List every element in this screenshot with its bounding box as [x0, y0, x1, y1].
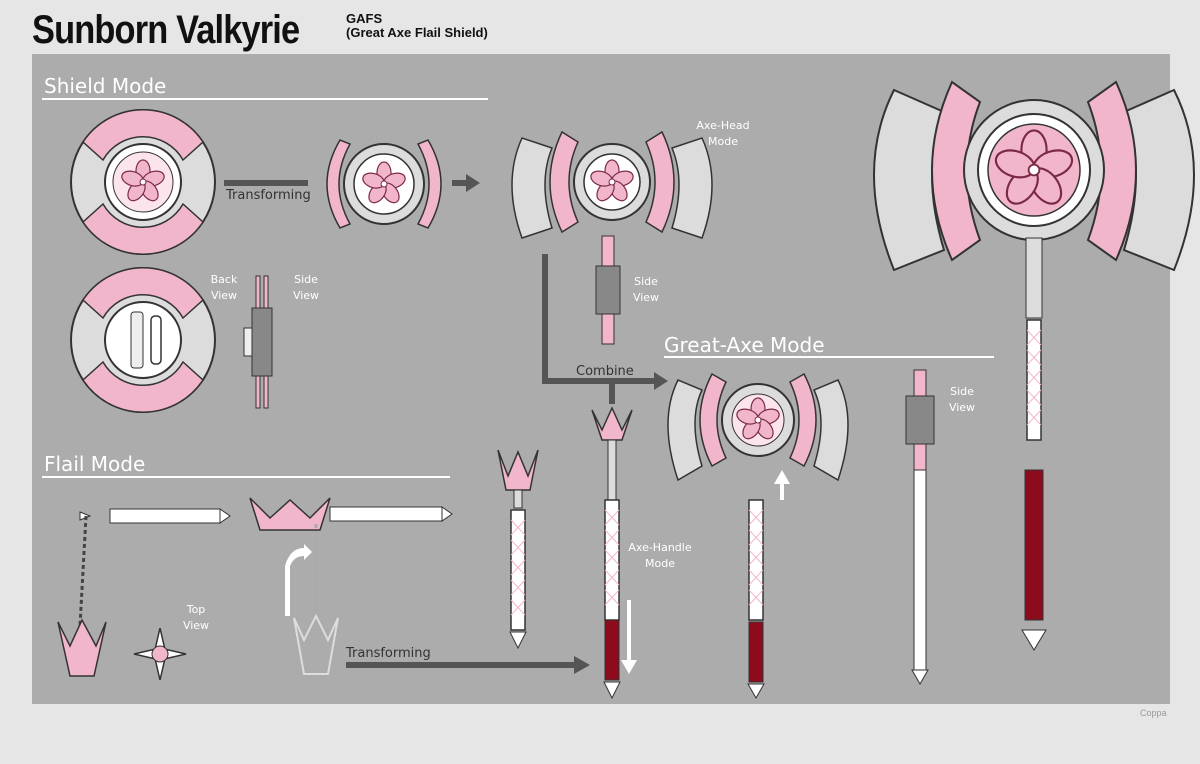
flail-top-view-illustration — [133, 627, 187, 681]
section-title-flail: Flail Mode — [44, 452, 146, 476]
arrows — [224, 174, 668, 674]
axe-head-line1: Axe-Head — [696, 119, 750, 132]
label-side-view-a: Side View — [284, 272, 328, 304]
label-axe-handle-mode: Axe-Handle Mode — [624, 540, 696, 572]
label-side-view-b: Side View — [624, 274, 668, 306]
handle-line2: Mode — [645, 557, 675, 570]
flail-transforming-illustration — [249, 497, 453, 675]
shield-front-illustration — [70, 109, 216, 255]
side-a-line1: Side — [294, 273, 318, 286]
axe-head-line2: Mode — [708, 135, 738, 148]
great-axe-large-handle — [1021, 319, 1047, 651]
axe-head-side-illustration — [595, 235, 621, 345]
shield-side-illustration — [243, 275, 273, 409]
shield-section-rule — [42, 98, 488, 100]
handle-line1: Axe-Handle — [628, 541, 692, 554]
flail-head-standing-illustration — [497, 449, 539, 650]
subtitle-line-1: GAFS — [346, 11, 383, 26]
shield-back-illustration — [70, 267, 216, 413]
back-line1: Back — [210, 273, 238, 286]
label-transforming-top: Transforming — [226, 188, 311, 203]
back-line2: View — [210, 289, 238, 302]
shield-transforming-illustration — [326, 139, 442, 229]
flail-section-rule — [42, 476, 450, 478]
label-top-view: Top View — [176, 602, 216, 634]
page-title: Sunborn Valkyrie — [32, 8, 300, 52]
page-subtitle: GAFS (Great Axe Flail Shield) — [346, 12, 488, 40]
top-line1: Top — [186, 603, 206, 616]
side-c-line2: View — [948, 401, 976, 414]
label-axe-head-mode: Axe-Head Mode — [688, 118, 758, 150]
top-line2: View — [182, 619, 210, 632]
side-c-line1: Side — [950, 385, 974, 398]
side-a-line2: View — [292, 289, 320, 302]
greataxe-section-rule — [664, 356, 994, 358]
axe-head-illustration — [511, 130, 713, 239]
subtitle-line-2: (Great Axe Flail Shield) — [346, 25, 488, 40]
watermark-signature: Coppa — [1140, 708, 1167, 718]
label-combine: Combine — [576, 364, 634, 379]
section-title-greataxe: Great-Axe Mode — [664, 333, 825, 357]
side-b-line2: View — [632, 291, 660, 304]
section-title-shield: Shield Mode — [44, 74, 167, 98]
label-transforming-bottom: Transforming — [346, 646, 431, 661]
flail-horizontal-illustration — [57, 508, 231, 677]
great-axe-large-illustration — [873, 80, 1195, 319]
side-b-line1: Side — [634, 275, 658, 288]
great-axe-mode-illustration — [667, 372, 849, 482]
axe-handle-illustration — [591, 406, 633, 700]
label-side-view-c: Side View — [940, 384, 984, 416]
label-back-view: Back View — [202, 272, 246, 304]
great-axe-side-illustration — [905, 369, 935, 686]
white-arrows — [285, 470, 790, 674]
great-axe-mode-handle — [747, 499, 765, 700]
